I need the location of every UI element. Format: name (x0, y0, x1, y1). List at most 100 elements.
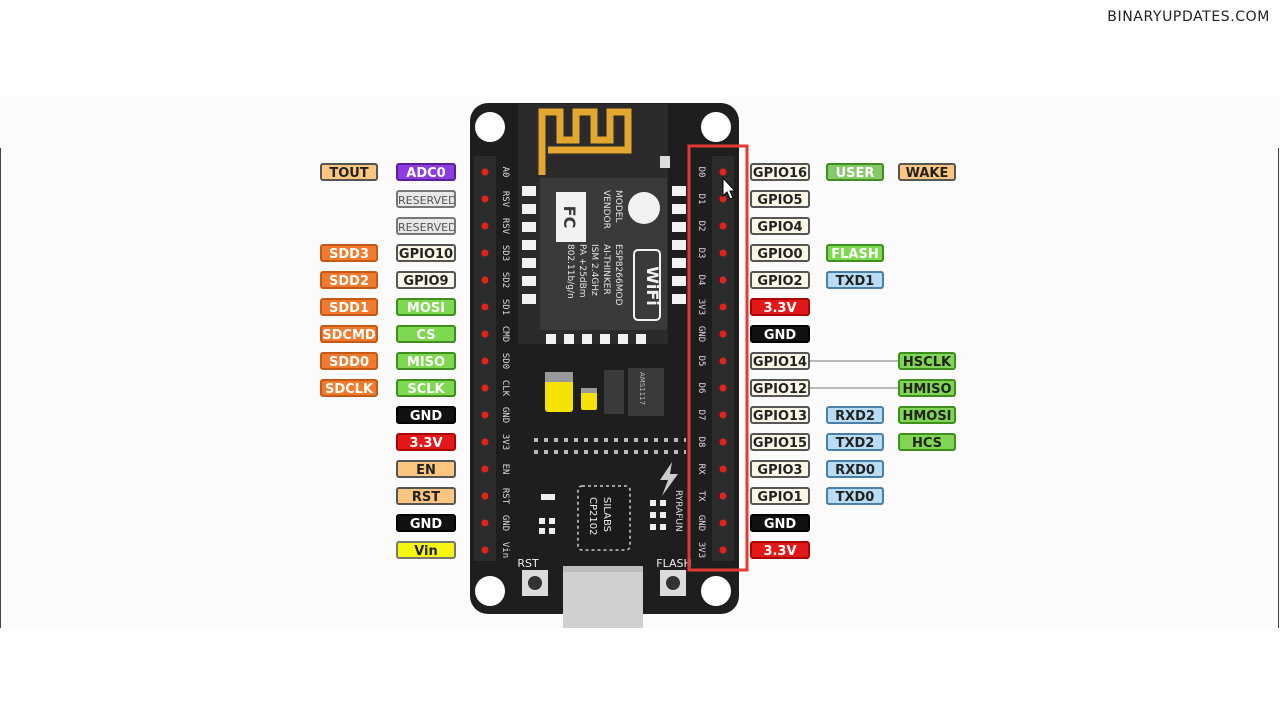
right-pin-dot (719, 330, 727, 338)
mounting-hole-bottom-right (701, 576, 731, 606)
right-pin-dot (719, 276, 727, 284)
pin-label-sdd3: SDD3 (320, 244, 378, 262)
model-label: MODEL (613, 190, 623, 222)
pin-label-gpio5: GPIO5 (750, 190, 810, 208)
left-pin-dot (481, 249, 489, 257)
vendor-label: VENDOR (601, 190, 611, 229)
left-pin-dot (481, 384, 489, 392)
panel-right-edge (1278, 148, 1279, 628)
right-pin-name: 3V3 (696, 299, 706, 315)
regulator-chip (628, 368, 664, 416)
left-pin-name: CMD (500, 326, 510, 342)
right-pin-name: D8 (696, 437, 706, 448)
pin-label-en: EN (396, 460, 456, 478)
capacitor-small-band (581, 388, 597, 393)
left-pin-name: 3V3 (500, 434, 510, 450)
left-pin-name: RSV (500, 191, 510, 208)
pin-label-sdd2: SDD2 (320, 271, 378, 289)
module-band-text: ISM 2.4GHz (589, 244, 599, 296)
left-pin-name: RSV (500, 218, 510, 235)
pin-label-gpio12: GPIO12 (750, 379, 810, 397)
pin-label-gpio0: GPIO0 (750, 244, 810, 262)
brand-text: RYRAFUN (673, 490, 683, 532)
right-pin-name: D3 (696, 248, 706, 259)
pin-label-hmosi: HMOSI (898, 406, 956, 424)
left-pin-dot (481, 222, 489, 230)
left-pin-dot (481, 357, 489, 365)
module-pads (522, 186, 686, 344)
usb-chip-brand: SILABS (601, 497, 612, 532)
module-model-text: ESP8266MOD (613, 244, 623, 306)
pin-label-sdclk: SDCLK (320, 379, 378, 397)
left-pin-dot (481, 519, 489, 527)
pin-label-mosi: MOSI (396, 298, 456, 316)
pin-label-rxd2: RXD2 (826, 406, 884, 424)
usb-chip-model: CP2102 (587, 497, 598, 535)
svg-text:FC: FC (560, 206, 579, 229)
left-pin-dot (481, 303, 489, 311)
pin-label-gpio4: GPIO4 (750, 217, 810, 235)
fc-logo: FC (556, 192, 586, 242)
right-pin-dot (719, 384, 727, 392)
right-pin-name: TX (696, 491, 706, 502)
pin-label-reserved: RESERVED (396, 190, 456, 208)
left-pin-dot (481, 195, 489, 203)
right-pin-dot (719, 492, 727, 500)
right-pin-dot (719, 168, 727, 176)
right-pin-dot (719, 249, 727, 257)
smd-parts (539, 494, 666, 534)
right-pin-dot (719, 519, 727, 527)
pin-label-3-3v: 3.3V (396, 433, 456, 451)
mounting-hole-top-left (475, 112, 505, 142)
right-pin-name: D6 (696, 383, 706, 394)
right-pin-name: GND (696, 515, 706, 531)
left-pin-dot (481, 411, 489, 419)
site-watermark: BINARYUPDATES.COM (1107, 9, 1270, 25)
right-pin-name: D4 (696, 275, 706, 286)
usb-connector (563, 566, 643, 628)
pin-label-vin: Vin (396, 541, 456, 559)
right-pin-name: D2 (696, 221, 706, 232)
left-pin-dot (481, 465, 489, 473)
right-pin-name: 3V3 (696, 542, 706, 558)
right-pin-dot (719, 222, 727, 230)
pin-label-gpio13: GPIO13 (750, 406, 810, 424)
pin-label-sdcmd: SDCMD (320, 325, 378, 343)
pin-label-tout: TOUT (320, 163, 378, 181)
usb-connector-lip (563, 566, 643, 572)
left-pin-name: SD2 (500, 272, 510, 288)
rst-button-cap (528, 576, 542, 590)
module-power-text: PA +25dBm (577, 244, 587, 298)
right-pin-dot (719, 546, 727, 554)
lightning-icon (660, 462, 678, 496)
module-vendor-text: AI-THINKER (601, 244, 611, 295)
capacitor-small (581, 388, 597, 410)
pin-label-rxd0: RXD0 (826, 460, 884, 478)
pin-label-adc0: ADC0 (396, 163, 456, 181)
right-pin-dot (719, 357, 727, 365)
right-pin-dot (719, 195, 727, 203)
module-std-text: 802.11b/g/n (565, 244, 575, 299)
regulator-tab (604, 370, 624, 414)
left-pin-name: EN (500, 464, 510, 475)
pin-label-wake: WAKE (898, 163, 956, 181)
pin-label-reserved: RESERVED (396, 217, 456, 235)
left-pin-dot (481, 168, 489, 176)
pin-label-sdd0: SDD0 (320, 352, 378, 370)
pin-label-gpio2: GPIO2 (750, 271, 810, 289)
pin-label-gnd: GND (750, 325, 810, 343)
right-pin-name: D5 (696, 356, 706, 367)
right-pin-name: D7 (696, 410, 706, 421)
pin-label-gpio3: GPIO3 (750, 460, 810, 478)
pin-label-rst: RST (396, 487, 456, 505)
pin-label-hsclk: HSCLK (898, 352, 956, 370)
pin-label-gnd: GND (396, 406, 456, 424)
vendor-logo (628, 192, 660, 224)
flash-button-cap (666, 576, 680, 590)
pin-label-3-3v: 3.3V (750, 298, 810, 316)
flash-button-label: FLASH (656, 557, 692, 570)
pin-label-cs: CS (396, 325, 456, 343)
capacitor-large-band (545, 372, 573, 382)
left-pin-name: SD1 (500, 299, 510, 315)
